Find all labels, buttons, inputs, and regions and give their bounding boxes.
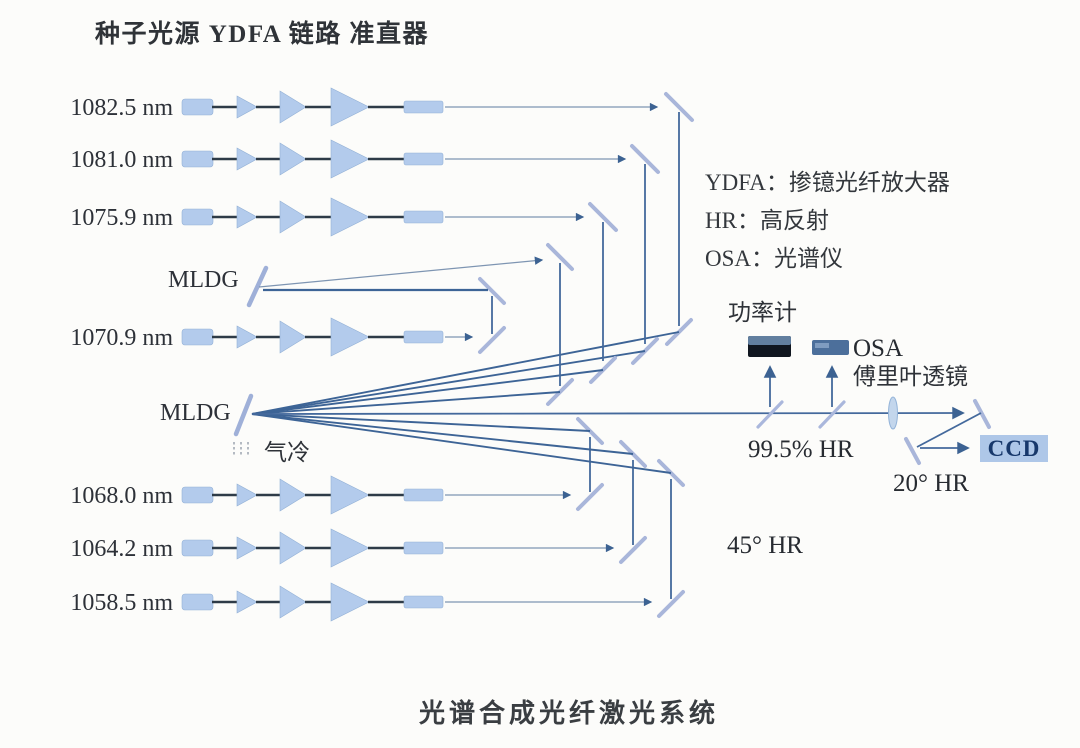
hr-995-label: 99.5% HR <box>748 436 854 463</box>
lower-grating-label: MLDG <box>160 400 231 426</box>
mirror-icon-1064-2-bottom <box>619 536 647 564</box>
channel-label-1068-0: 1068.0 nm <box>70 483 173 509</box>
channel-label-1082-5: 1082.5 nm <box>70 95 173 121</box>
power-meter-label: 功率计 <box>728 300 797 325</box>
channel-label-1075-9: 1075.9 nm <box>70 205 173 231</box>
upper-grating-label: MLDG <box>168 267 239 293</box>
mirror-icon-1075-9-top <box>588 202 618 232</box>
channel-label-1070-9: 1070.9 nm <box>70 325 173 351</box>
ccd-label: CCD <box>988 436 1041 461</box>
hr-45-label: 45° HR <box>727 532 803 559</box>
beam-to-hr20 <box>916 412 982 448</box>
beamsplitter-icon-osa <box>818 400 846 429</box>
channel-label-1058-5: 1058.5 nm <box>70 590 173 616</box>
fan-beam-1068-0 <box>251 413 591 432</box>
ydfa-chain-1081-0 <box>180 138 445 180</box>
beam-from-upper-grating <box>258 256 544 288</box>
channel-label-1064-2: 1064.2 nm <box>70 536 173 562</box>
ydfa-chain-1075-9 <box>180 196 445 238</box>
mirror-icon-1068-0-bottom <box>576 483 604 511</box>
mirror-icon-1070-9-lower <box>478 326 506 354</box>
legend-ydfa: YDFA：掺镱光纤放大器 <box>705 170 950 195</box>
ydfa-chain-1058-5 <box>180 581 445 623</box>
lower-grating-icon <box>233 393 254 437</box>
fourier-lens-label: 傅里叶透镜 <box>853 364 968 389</box>
ydfa-chain-1082-5 <box>180 86 445 128</box>
ydfa-chain-1070-9 <box>180 316 445 358</box>
ydfa-chain-1068-0 <box>180 474 445 516</box>
end-mirror-icon <box>973 399 991 429</box>
fan-beam-1075-9 <box>251 369 604 415</box>
diagram-caption: 光谱合成光纤激光系统 <box>418 698 719 728</box>
fan-beam-1058-5 <box>251 413 672 474</box>
legend-osa: OSA：光谱仪 <box>705 246 843 271</box>
upper-grating-icon <box>246 265 269 308</box>
combined-output-beam <box>251 406 965 420</box>
ydfa-chain-1064-2 <box>180 527 445 569</box>
fourier-lens-icon <box>888 396 898 430</box>
fan-beam-1082-5 <box>251 331 680 415</box>
ccd-box: CCD <box>980 435 1048 462</box>
mirror-icon-mldg-route-top <box>546 243 574 271</box>
osa-icon <box>812 340 849 355</box>
hr-20-label: 20° HR <box>893 470 969 497</box>
hr20-mirror-icon <box>904 437 921 465</box>
mirror-icon-1058-5-bottom <box>657 590 685 618</box>
beamsplitter-icon-power-meter <box>756 400 784 429</box>
mirror-icon-1070-9-upper <box>478 277 506 305</box>
air-cooling-label: 气冷 <box>264 440 310 465</box>
fan-beam-1064-2 <box>251 413 634 455</box>
mirror-icon-1081-0-top <box>630 144 660 174</box>
osa-label: OSA <box>853 335 903 362</box>
power-meter-icon <box>748 336 791 357</box>
channel-label-1081-0: 1081.0 nm <box>70 147 173 173</box>
fan-beam-1081-0 <box>251 350 646 415</box>
column-header: 种子光源 YDFA 链路 准直器 <box>95 19 429 48</box>
legend-hr: HR：高反射 <box>705 208 829 233</box>
fan-beam-1070-9 <box>251 391 561 415</box>
mirror-icon-1082-5-top <box>664 92 694 122</box>
air-cooling-dots <box>233 442 249 456</box>
